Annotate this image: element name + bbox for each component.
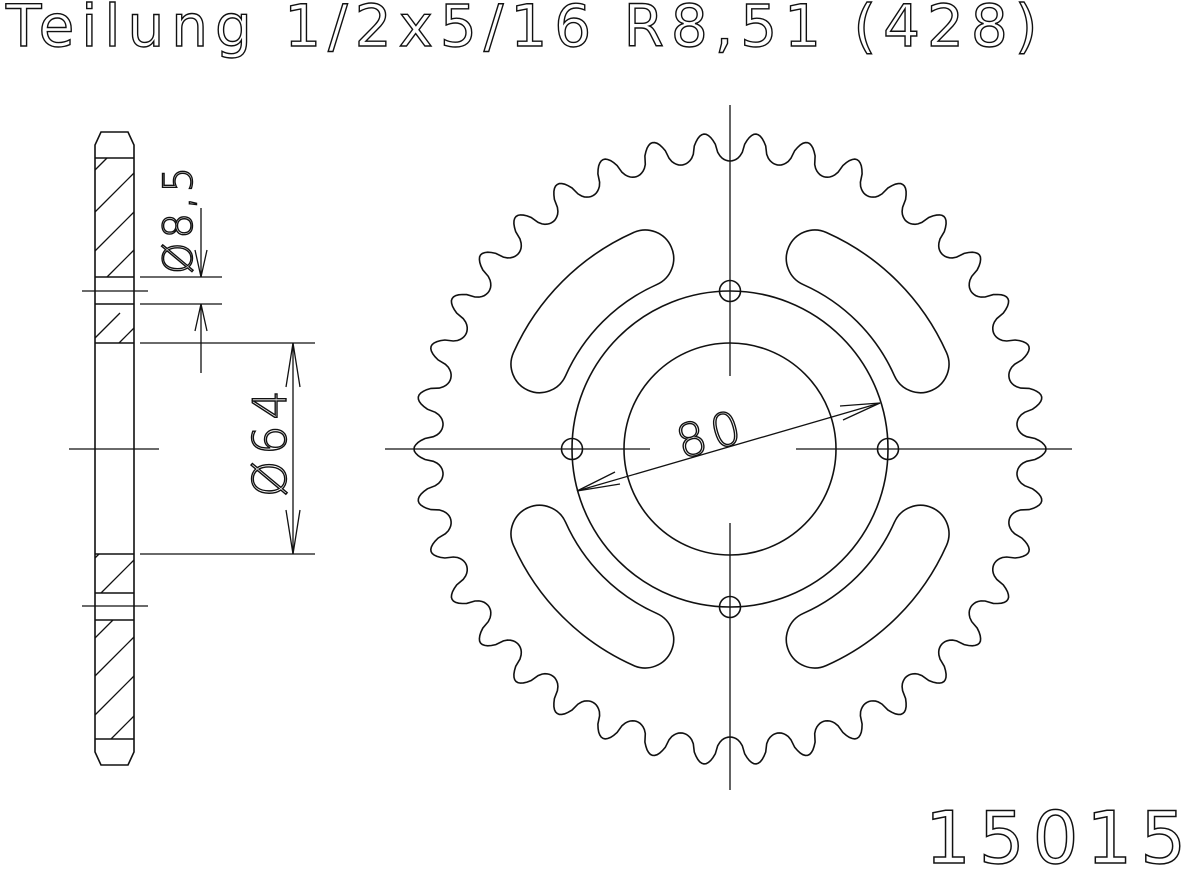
slot-top-left — [510, 229, 675, 394]
lightening-slots — [510, 229, 950, 669]
side-view-outline — [94, 131, 135, 766]
slot-bottom-left — [510, 504, 675, 669]
sprocket-front-view: 80 — [385, 105, 1072, 790]
section-hatching — [94, 157, 135, 740]
dimension-bolt-circle: 80 — [576, 398, 881, 492]
bolt-circle-dimension-label: 80 — [670, 398, 753, 469]
bore-dimension-label: Ø64 — [243, 384, 297, 497]
slot-top-right — [785, 229, 950, 394]
part-number: 15015 — [924, 795, 1194, 880]
slot-bottom-right — [785, 504, 950, 669]
bolt-hole-dimension-label: Ø8,5 — [156, 163, 202, 274]
drawing-title: Teilung 1/2x5/16 R8,51 (428) — [5, 0, 1045, 61]
dimension-bore: Ø64 — [140, 342, 315, 555]
dimension-bolt-hole: Ø8,5 — [140, 162, 222, 373]
side-view-section — [69, 131, 159, 766]
